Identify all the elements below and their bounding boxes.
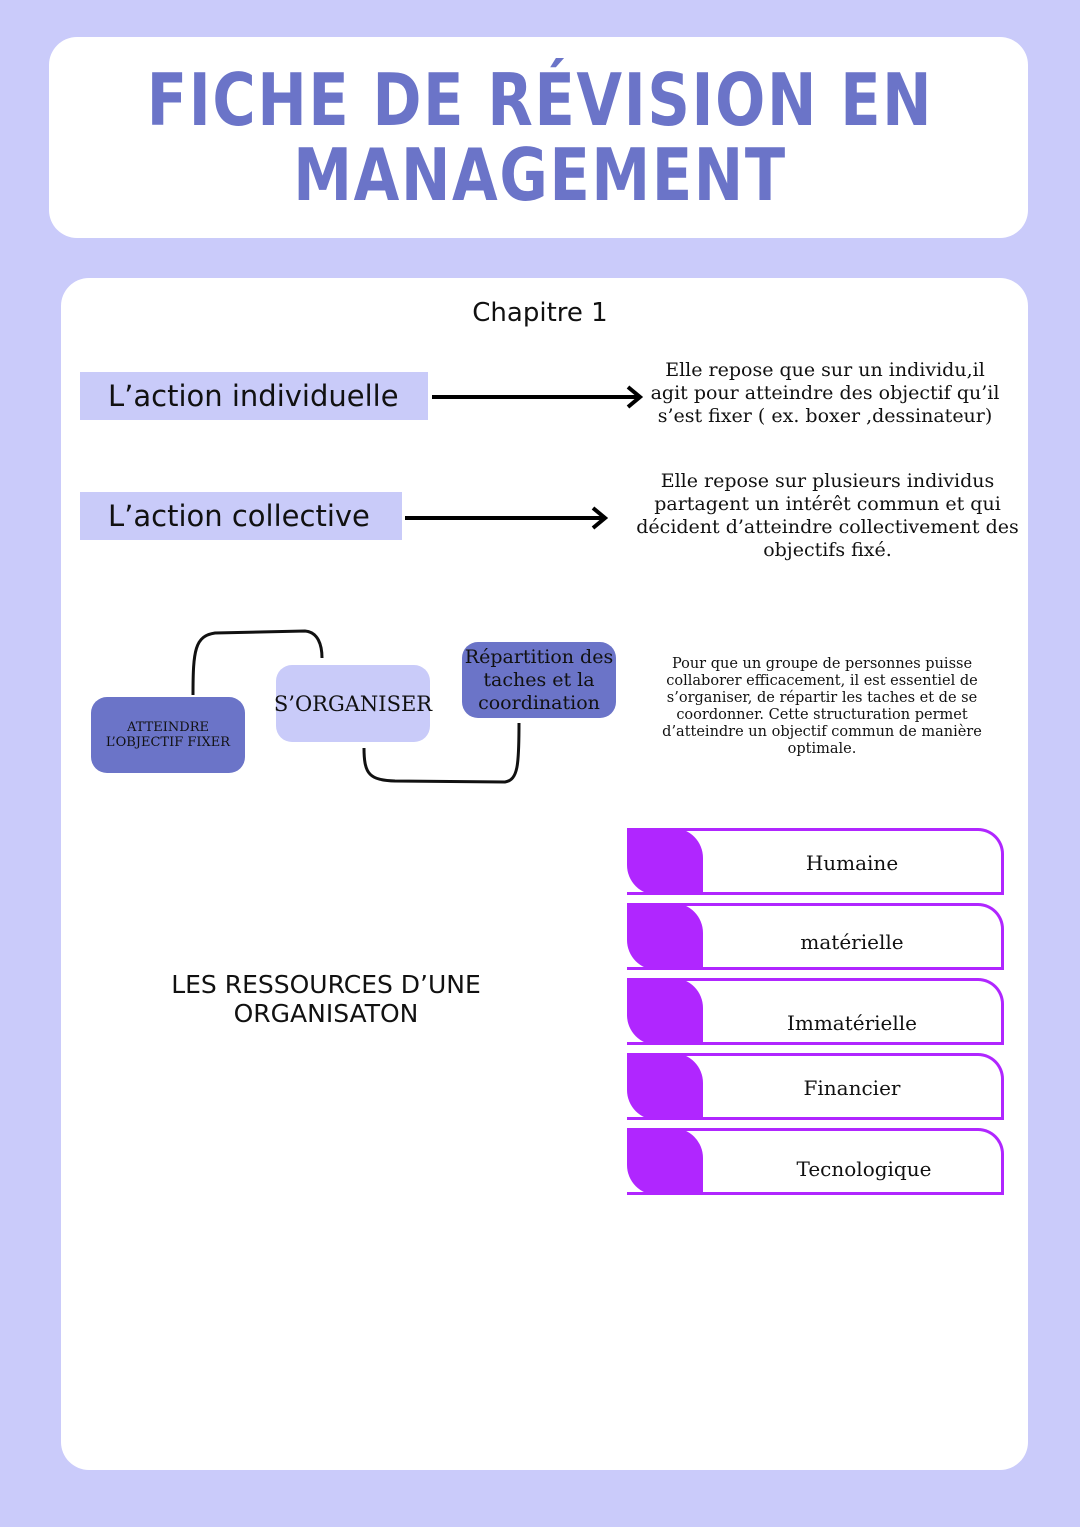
desc-line: agit pour atteindre des objectif qu’il: [650, 382, 1000, 404]
title-card: [49, 37, 1028, 238]
goal-line: L’OBJECTIF FIXER: [105, 735, 231, 750]
tab-block: [627, 1053, 703, 1120]
heading-line: ORGANISATON: [233, 999, 419, 1028]
tab-block: [627, 978, 703, 1045]
resource-label: Tecnologique: [796, 1157, 932, 1181]
action-individual-label: L’action individuelle: [80, 372, 428, 420]
resource-financier: Financier: [627, 1053, 1004, 1120]
organize-box: S’ORGANISER: [274, 665, 432, 742]
organize-explanation: Pour que un groupe de personnes puisse c…: [642, 656, 1002, 758]
tab-block: [627, 1128, 703, 1195]
desc-line: objectifs fixé.: [763, 539, 892, 561]
text-line: Pour que un groupe de personnes puisse: [671, 656, 973, 672]
heading-line: LES RESSOURCES D’UNE: [171, 970, 481, 999]
text-line: collaborer efficacement, il est essentie…: [666, 673, 978, 689]
desc-line: Elle repose que sur un individu,il: [665, 359, 985, 381]
action-collective-label: L’action collective: [80, 492, 402, 540]
text-line: coordonner. Cette structuration permet: [676, 707, 968, 723]
desc-line: décident d’atteindre collectivement des: [636, 516, 1019, 538]
action-individual-description: Elle repose que sur un individu,il agit …: [630, 359, 1020, 428]
desc-line: Elle repose sur plusieurs individus: [660, 470, 995, 492]
arrow-icon: [405, 506, 608, 530]
resource-tecnologique: Tecnologique: [627, 1128, 1004, 1195]
action-collective-description: Elle repose sur plusieurs individus part…: [625, 470, 1030, 562]
split-line: Répartition des: [464, 645, 614, 668]
text-line: s’organiser, de répartir les taches et d…: [666, 690, 978, 706]
text-line: optimale.: [787, 741, 857, 757]
resource-label: Financier: [803, 1076, 901, 1100]
goal-line: ATTEINDRE: [127, 720, 209, 735]
resources-heading: LES RESSOURCES D’UNE ORGANISATON: [120, 970, 532, 1028]
split-line: coordination: [478, 691, 600, 714]
arrow-icon: [432, 385, 644, 409]
resource-label: Immatérielle: [786, 1011, 918, 1035]
desc-line: partagent un intérêt commun et qui: [654, 493, 1001, 515]
resource-label: matérielle: [800, 930, 904, 954]
chapter-title: Chapitre 1: [472, 298, 608, 328]
page-title-line2: MANAGEMENT: [293, 133, 787, 217]
diagram-connectors: [191, 629, 521, 784]
tab-block: [627, 828, 703, 895]
split-line: taches et la: [483, 668, 595, 691]
text-line: d’atteindre un objectif commun de manièr…: [662, 724, 982, 740]
desc-line: s’est fixer ( ex. boxer ,dessinateur): [657, 405, 993, 427]
resource-humaine: Humaine: [627, 828, 1004, 895]
resource-label: Humaine: [805, 851, 899, 875]
tab-block: [627, 903, 703, 970]
resource-materielle: matérielle: [627, 903, 1004, 970]
resource-immaterielle: Immatérielle: [627, 978, 1004, 1045]
page-title-line1: FICHE DE RÉVISION EN: [146, 58, 934, 142]
